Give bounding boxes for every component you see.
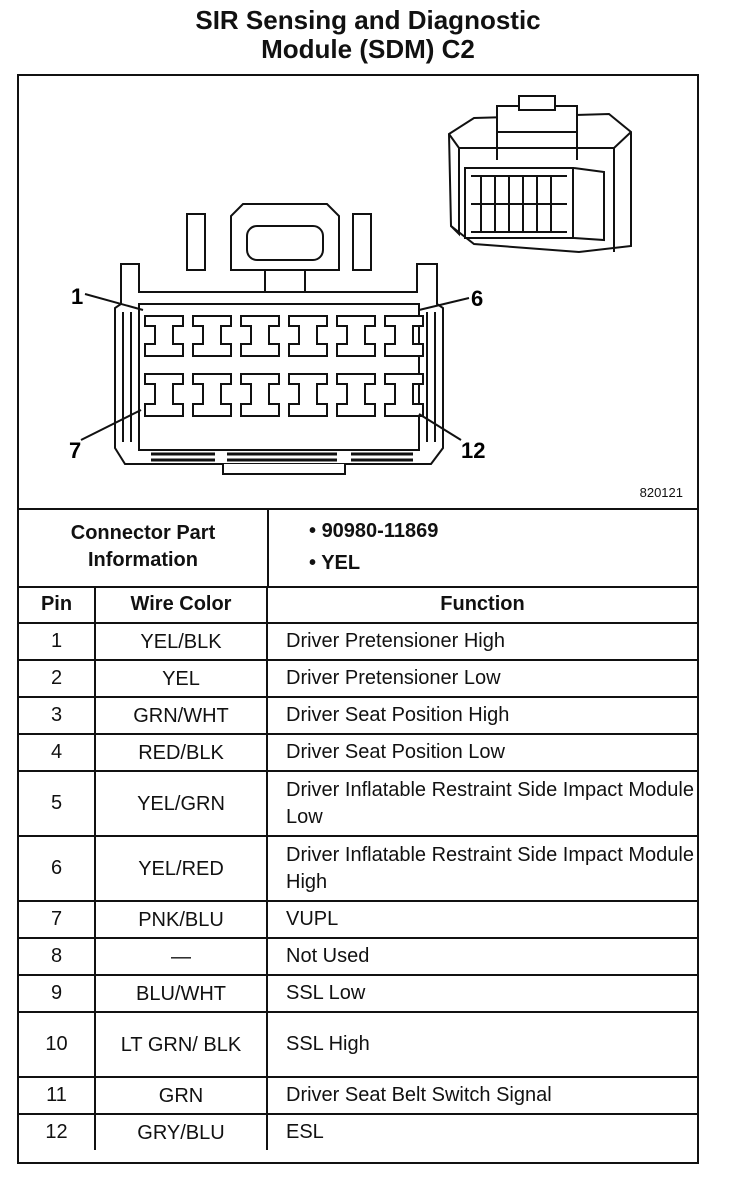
header-wire-color: Wire Color (94, 586, 268, 624)
pin-cell: 1 (19, 622, 96, 661)
wire-color-cell: YEL/GRN (94, 770, 268, 837)
callout-line-7 (80, 409, 142, 441)
wire-color-cell: BLU/WHT (94, 974, 268, 1013)
function-cell: Driver Inflatable Restraint Side Impact … (266, 770, 697, 837)
pin-callouts (80, 293, 470, 441)
wire-color-cell: RED/BLK (94, 733, 268, 772)
page-title: SIR Sensing and Diagnostic Module (SDM) … (0, 6, 736, 64)
pin-cell: 10 (19, 1011, 96, 1078)
pin-label-1: 1 (71, 284, 83, 309)
figure-code: 820121 (639, 485, 683, 500)
connector-frame: 1 6 7 12 820121 Connector Part Informati… (17, 74, 699, 1164)
pin-cell: 8 (19, 937, 96, 976)
table-header-row: Pin Wire Color Function (19, 586, 697, 624)
pin-cell: 4 (19, 733, 96, 772)
pin-cell: 5 (19, 770, 96, 837)
table-row: 12 GRY/BLU ESL (19, 1113, 697, 1150)
part-color-item: • YEL (309, 552, 361, 574)
table-row: 11 GRN Driver Seat Belt Switch Signal (19, 1076, 697, 1115)
pin-label-7: 7 (69, 438, 81, 463)
pin-label-6: 6 (471, 286, 483, 311)
table-row: 9 BLU/WHT SSL Low (19, 974, 697, 1013)
part-info-label: Connector Part Information (19, 508, 269, 586)
pin-cell: 7 (19, 900, 96, 939)
table-row: 10 LT GRN/ BLK SSL High (19, 1011, 697, 1078)
function-cell: Driver Seat Position High (266, 696, 697, 735)
wire-color-cell: YEL/BLK (94, 622, 268, 661)
wire-color-cell: GRN (94, 1076, 268, 1115)
table-row: 7 PNK/BLU VUPL (19, 900, 697, 939)
header-function: Function (266, 586, 697, 624)
wire-color-cell: — (94, 937, 268, 976)
part-number-item: • 90980-11869 (309, 520, 439, 542)
pin-cell: 6 (19, 835, 96, 902)
function-cell: Driver Pretensioner Low (266, 659, 697, 698)
terminal-row-bottom (144, 373, 424, 417)
table-row: 2 YEL Driver Pretensioner Low (19, 659, 697, 698)
table-row: 4 RED/BLK Driver Seat Position Low (19, 733, 697, 772)
pin-label-12: 12 (461, 438, 485, 463)
connector-3d-view (447, 95, 632, 254)
part-info-values: • 90980-11869 • YEL (269, 508, 697, 586)
title-line-2: Module (SDM) C2 (261, 34, 475, 64)
function-cell: ESL (266, 1113, 697, 1150)
table-row: 5 YEL/GRN Driver Inflatable Restraint Si… (19, 770, 697, 837)
table-row: 6 YEL/RED Driver Inflatable Restraint Si… (19, 835, 697, 902)
connector-figure: 1 6 7 12 820121 (19, 76, 697, 510)
header-pin: Pin (19, 586, 96, 624)
callout-line-6 (418, 297, 470, 311)
function-cell: Driver Seat Belt Switch Signal (266, 1076, 697, 1115)
pin-table: Pin Wire Color Function 1 YEL/BLK Driver… (19, 586, 697, 1150)
title-line-1: SIR Sensing and Diagnostic (195, 5, 541, 35)
pin-cell: 3 (19, 696, 96, 735)
callout-line-1 (84, 293, 144, 311)
wire-color-cell: PNK/BLU (94, 900, 268, 939)
pin-cell: 11 (19, 1076, 96, 1115)
function-cell: Driver Seat Position Low (266, 733, 697, 772)
table-row: 1 YEL/BLK Driver Pretensioner High (19, 622, 697, 661)
function-cell: SSL High (266, 1011, 697, 1078)
terminal-row-top (144, 315, 424, 357)
wire-color-cell: YEL/RED (94, 835, 268, 902)
callout-line-12 (418, 413, 462, 441)
table-row: 8 — Not Used (19, 937, 697, 976)
pin-cell: 9 (19, 974, 96, 1013)
pin-cell: 12 (19, 1113, 96, 1150)
wire-color-cell: LT GRN/ BLK (94, 1011, 268, 1078)
connector-diagram: 1 6 7 12 (69, 95, 632, 475)
wire-color-cell: YEL (94, 659, 268, 698)
function-cell: Driver Inflatable Restraint Side Impact … (266, 835, 697, 902)
function-cell: SSL Low (266, 974, 697, 1013)
function-cell: Driver Pretensioner High (266, 622, 697, 661)
part-color: YEL (321, 552, 361, 574)
pin-cell: 2 (19, 659, 96, 698)
wire-color-cell: GRY/BLU (94, 1113, 268, 1150)
connector-part-info: Connector Part Information • 90980-11869… (19, 508, 697, 588)
part-number: 90980-11869 (321, 520, 439, 542)
function-cell: Not Used (266, 937, 697, 976)
table-row: 3 GRN/WHT Driver Seat Position High (19, 696, 697, 735)
wire-color-cell: GRN/WHT (94, 696, 268, 735)
function-cell: VUPL (266, 900, 697, 939)
